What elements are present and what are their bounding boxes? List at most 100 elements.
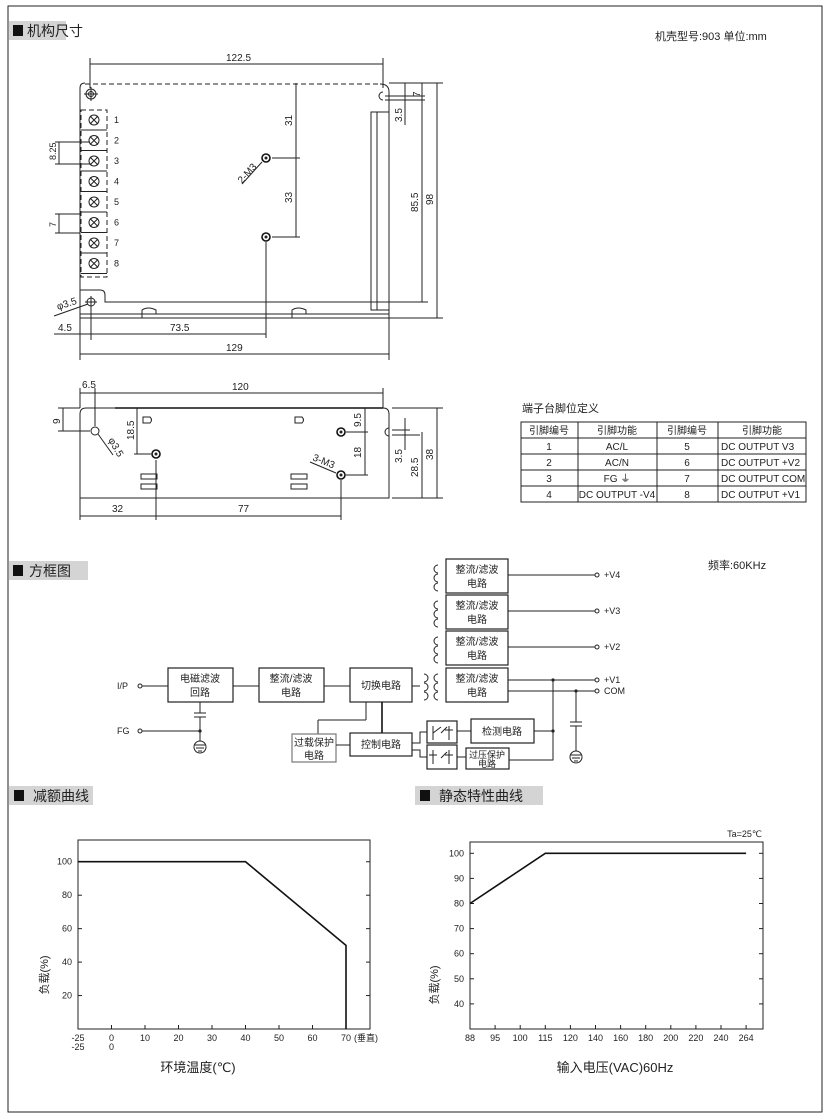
block-label: 电路 [467,577,487,590]
block-label: 整流/滤波 [456,599,499,612]
mount-slot [378,91,384,101]
terminal-cross [89,218,99,227]
coil-icon [433,573,439,583]
transformer-icon [412,564,439,701]
table-cell: 3 [546,474,552,485]
terminal-screw-icon [88,176,100,187]
dim-label: 73.5 [170,323,190,334]
coil-icon [433,564,439,574]
x-tick-label: 20 [173,1033,183,1043]
output-label: +V2 [604,642,620,652]
dim-label: 33 [284,191,295,203]
pin-number-label: 4 [114,177,119,187]
output-terminal-icon [594,608,600,614]
coil-icon [433,654,439,664]
section-header-block-diagram: 方框图 [9,561,88,580]
table-cell: DC OUTPUT V3 [721,442,795,453]
svg-text:过载保护: 过载保护 [294,736,334,749]
table-cell: 8 [684,490,690,501]
x-tick-label: 200 [663,1033,678,1043]
output-label: COM [604,686,625,696]
svg-text:切换电路: 切换电路 [361,679,401,692]
terminal-screw-icon [88,155,100,167]
plot-area [469,841,764,1030]
table-cell: DC OUTPUT COM [721,474,805,485]
dim-label: 38 [425,448,436,460]
coil-icon [433,645,439,655]
table-cell: FG ⏚ [604,473,631,485]
dim-label: 120 [232,382,249,393]
series-line-static [469,852,747,905]
output-rectifier-block [445,558,509,594]
output-terminal-icon [594,572,600,578]
terminal-screw-icon [88,135,100,146]
y-tick-label: 40 [62,957,72,967]
section-header-static: 静态特性曲线 [415,786,543,805]
y-tick-label: 80 [62,890,72,900]
table-cell: AC/N [605,458,629,469]
dim-label: φ3.5 [56,296,79,313]
bullet-square-icon [14,790,24,801]
dim-label: 28.5 [410,457,421,477]
terminal-block [80,109,108,278]
output-label: +V3 [604,606,620,616]
terminal-cross [89,156,99,166]
x-tick-label: 50 [274,1033,284,1043]
coil-icon [433,636,439,646]
plot-area [77,839,371,1030]
clip [141,307,157,318]
pin-number-label: 8 [114,259,119,269]
coil-icon [423,682,429,692]
block-label: 电路 [467,613,487,626]
block-label: 电路 [467,686,487,699]
dim-label: 9 [52,418,63,424]
output-terminal-icon [594,644,600,650]
terminal-screw-icon [88,237,100,249]
terminal-cross [89,259,99,268]
y-tick-label: 100 [57,857,72,867]
bullet-square-icon [13,565,23,576]
terminal-cross [89,197,99,207]
svg-text:引脚功能: 引脚功能 [597,424,637,437]
m3-screw-icon [261,153,271,242]
x-tick-label: 120 [563,1033,578,1043]
pin-number-label: 7 [114,238,119,248]
output-label: +V1 [604,675,620,685]
x-tick-label: 40 [240,1033,250,1043]
y-axis-label: 负载(%) [37,955,51,994]
output-terminal-icon [594,677,600,683]
y-axis-label: 负载(%) [427,965,441,1004]
x-axis-note: (垂直) [354,1032,378,1043]
x-tick-label-secondary: 0 [109,1042,114,1052]
x-tick-label: 220 [688,1033,703,1043]
dim-label: 7 [412,91,423,97]
svg-text:整流/滤波: 整流/滤波 [270,672,313,685]
svg-text:引脚编号: 引脚编号 [529,424,569,437]
block-label: 整流/滤波 [456,563,499,576]
terminal-cross [89,238,99,248]
side-view-drawing: 6.5 120 9 φ3.5 18.5 9.5 18 3-M3 3.5 28.5… [52,380,443,520]
svg-text:引脚编号: 引脚编号 [667,424,707,437]
table-cell: DC OUTPUT +V1 [721,490,800,501]
x-tick-label: 264 [739,1033,754,1043]
side-bar [370,111,390,311]
svg-text:电路: 电路 [304,749,324,762]
output-rectifier-block [445,630,509,666]
dim-label: 8.25 [48,142,58,160]
section-header-derating: 减额曲线 [9,786,93,805]
dim-label: 31 [284,114,295,126]
coil-icon [433,600,439,610]
terminal-cross [89,177,99,186]
dim-label: 9.5 [353,413,364,427]
section-header-mechanical: 机构尺寸 [9,21,83,40]
x-tick-label-secondary: -25 [71,1042,84,1052]
control-block [349,732,413,757]
x-tick-label: 0 [109,1033,114,1043]
series-line-derating [78,860,347,1029]
output-terminal-icon [594,688,600,694]
case-info: 机壳型号:903 单位:mm [655,29,767,43]
